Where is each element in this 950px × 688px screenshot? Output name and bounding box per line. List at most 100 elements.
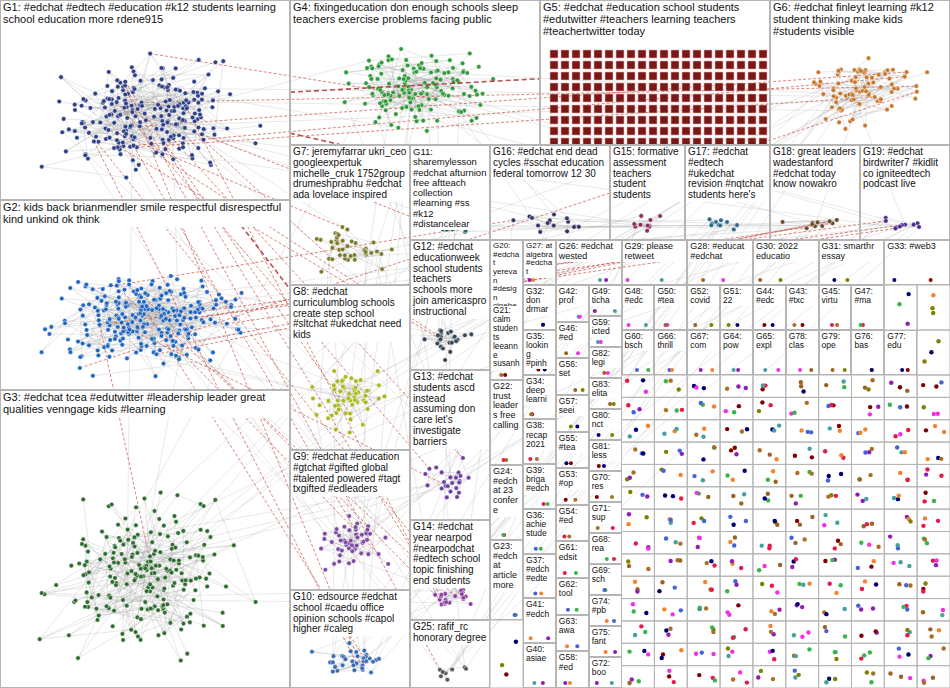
network-edge [366, 223, 918, 657]
network-vertex [172, 109, 177, 114]
network-edge [381, 63, 421, 74]
network-edge [66, 148, 114, 151]
network-vertex [843, 127, 848, 132]
network-vertex [836, 69, 841, 74]
network-edge [840, 70, 859, 94]
network-edge [379, 49, 401, 117]
network-edge [833, 90, 851, 100]
network-vertex [373, 120, 378, 125]
network-vertex [214, 298, 219, 303]
network-edge [151, 90, 177, 144]
network-edge [145, 602, 180, 660]
network-vertex [183, 126, 188, 131]
network-edge [392, 59, 427, 94]
network-vertex [122, 106, 127, 111]
network-vertex [885, 107, 890, 112]
network-edge [187, 61, 369, 109]
network-vertex [201, 137, 206, 142]
network-vertex [64, 149, 69, 154]
network-edge [132, 94, 230, 112]
network-edge [85, 607, 141, 619]
network-vertex [137, 124, 142, 129]
network-edge [75, 80, 118, 104]
network-vertex [153, 107, 158, 112]
network-vertex [43, 327, 48, 332]
network-edge [110, 325, 141, 350]
network-vertex [194, 315, 199, 320]
network-vertex [201, 127, 206, 132]
network-vertex [112, 146, 117, 151]
network-edge [200, 308, 441, 597]
network-vertex [434, 76, 439, 81]
network-edge [83, 305, 104, 310]
network-vertex [211, 350, 216, 355]
network-vertex [122, 287, 127, 292]
network-edge [107, 62, 215, 98]
network-edge [389, 56, 437, 78]
network-edge [120, 541, 141, 569]
network-vertex [394, 112, 399, 117]
network-vertex [346, 81, 351, 86]
network-vertex [163, 147, 168, 152]
network-edges [40, 49, 927, 680]
network-vertex [404, 58, 409, 63]
network-edge [84, 507, 137, 575]
network-edge [369, 61, 391, 125]
network-edge [135, 74, 209, 76]
network-edge [354, 657, 365, 670]
network-edge [350, 399, 379, 414]
network-edge [382, 63, 407, 107]
network-vertex [83, 322, 88, 327]
network-vertex [181, 118, 186, 123]
network-vertex [837, 70, 842, 75]
network-edge [317, 239, 377, 252]
network-edge [106, 60, 199, 129]
network-vertex [171, 157, 176, 162]
network-vertex [165, 130, 170, 135]
network-vertex [180, 343, 185, 348]
network-vertex [883, 72, 888, 77]
network-vertex [834, 100, 839, 105]
network-vertex [409, 107, 414, 112]
network-edge [141, 554, 154, 640]
network-edge [99, 320, 152, 568]
network-edge [337, 238, 382, 270]
network-vertex [435, 68, 440, 73]
network-vertex [107, 97, 112, 102]
network-vertex [473, 89, 478, 94]
network-edge [109, 571, 131, 596]
network-edge [356, 371, 378, 387]
network-edge [177, 100, 852, 125]
network-vertex [125, 356, 130, 361]
network-vertex [228, 92, 233, 97]
network-edge [823, 70, 865, 94]
network-vertex [142, 111, 147, 116]
network-vertex [110, 89, 115, 94]
network-vertex [164, 108, 169, 113]
network-vertex [128, 124, 133, 129]
network-vertex [159, 114, 164, 119]
network-vertex [164, 317, 169, 322]
network-edge [354, 228, 806, 670]
network-vertex [383, 99, 388, 104]
network-vertex [382, 93, 387, 98]
network-edge [64, 119, 325, 534]
network-edge [70, 311, 173, 352]
network-vertex [184, 98, 189, 103]
network-edge [94, 135, 174, 141]
network-vertex [181, 145, 186, 150]
network-vertex [404, 105, 409, 110]
network-vertex [75, 136, 80, 141]
network-vertex [818, 79, 823, 84]
network-edge [42, 167, 126, 178]
network-edge [369, 53, 470, 60]
network-edge [160, 552, 226, 586]
network-vertex [864, 75, 869, 80]
network-vertex [421, 118, 426, 123]
network-vertex [129, 103, 134, 108]
network-vertex [160, 127, 165, 132]
network-vertex [79, 121, 84, 126]
network-vertex [181, 287, 186, 292]
network-vertex [448, 58, 453, 63]
network-vertex [196, 125, 201, 130]
